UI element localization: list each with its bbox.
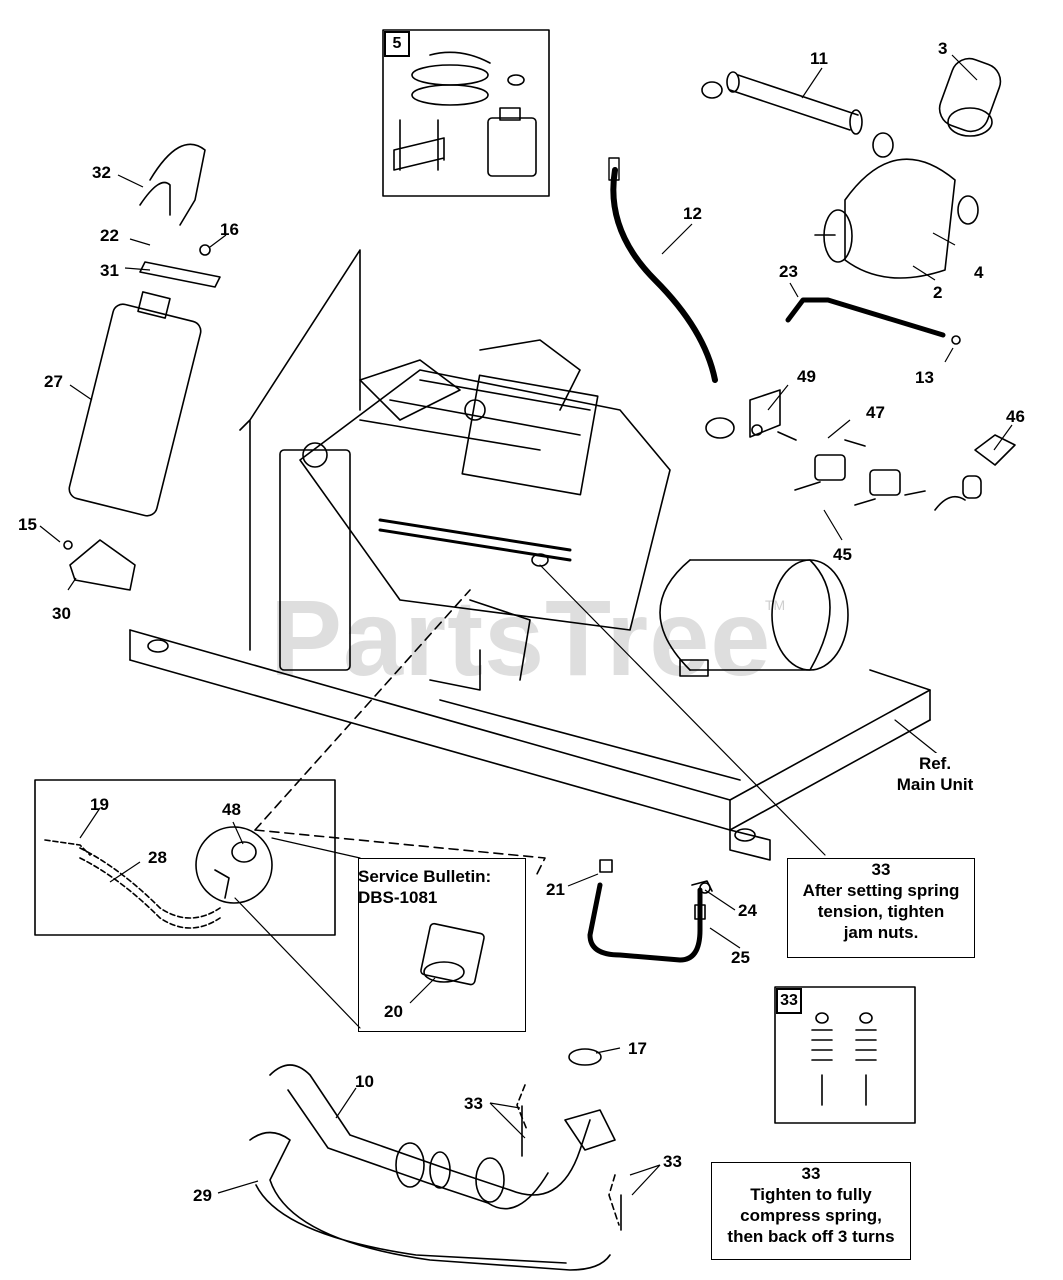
callout-23: 23	[779, 262, 798, 281]
watermark-tm: TM	[765, 597, 786, 613]
callout-24: 24	[738, 901, 757, 920]
callout-27: 27	[44, 372, 63, 391]
bracket-30	[69, 539, 136, 591]
air-intake-parts	[701, 57, 1002, 279]
callout-17: 17	[628, 1039, 647, 1058]
hose-12	[610, 167, 718, 383]
kit-5-tag: 5	[384, 31, 410, 57]
kit-5-inset	[382, 29, 550, 197]
callout-25: 25	[731, 948, 750, 967]
callout-28: 28	[148, 848, 167, 867]
tube-23	[785, 297, 946, 338]
ref-main-unit-note: Ref. Main Unit	[880, 753, 990, 795]
callout-16: 16	[220, 220, 239, 239]
callout-3: 3	[938, 39, 948, 58]
callout-31: 31	[100, 261, 119, 280]
service-bulletin-box	[358, 858, 526, 1032]
callout-13: 13	[915, 368, 934, 387]
pipe-25	[587, 882, 703, 963]
callout-2: 2	[933, 283, 943, 302]
spring-kit-tag: 33	[776, 988, 802, 1014]
service-bulletin-note: Service Bulletin: DBS-1081	[358, 867, 492, 907]
spring-kit-inset	[774, 986, 916, 1124]
callout-49: 49	[797, 367, 816, 386]
callout-47: 47	[866, 403, 885, 422]
exhaust-pipe-29	[249, 1131, 611, 1271]
callout-33-right: 33	[663, 1152, 682, 1171]
callout-21: 21	[546, 880, 565, 899]
callout-33-left: 33	[464, 1094, 483, 1113]
callout-20: 20	[384, 1002, 403, 1021]
callout-30: 30	[52, 604, 71, 623]
callout-12: 12	[683, 204, 702, 223]
jam-nuts-note: 33 After setting spring tension, tighten…	[787, 858, 975, 958]
engine	[279, 339, 849, 691]
callout-4: 4	[974, 263, 984, 282]
compress-spring-note: 33 Tighten to fully compress spring, the…	[711, 1162, 911, 1260]
bracket-31	[139, 261, 221, 288]
harness-inset	[34, 779, 336, 936]
elbow-32	[139, 143, 206, 226]
callout-45: 45	[833, 545, 852, 564]
fuel-valves	[705, 389, 1016, 511]
callout-19: 19	[90, 795, 109, 814]
leader-dashed	[254, 589, 546, 879]
callout-15: 15	[18, 515, 37, 534]
callout-10: 10	[355, 1072, 374, 1091]
callout-29: 29	[193, 1186, 212, 1205]
callout-32: 32	[92, 163, 111, 182]
callout-22: 22	[100, 226, 119, 245]
callout-11: 11	[810, 49, 828, 68]
main-frame	[129, 249, 931, 861]
callout-46: 46	[1006, 407, 1025, 426]
part-20	[420, 922, 485, 986]
muffler-27	[68, 303, 202, 517]
exhaust-pipe-10	[269, 1064, 591, 1210]
callout-48: 48	[222, 800, 241, 819]
